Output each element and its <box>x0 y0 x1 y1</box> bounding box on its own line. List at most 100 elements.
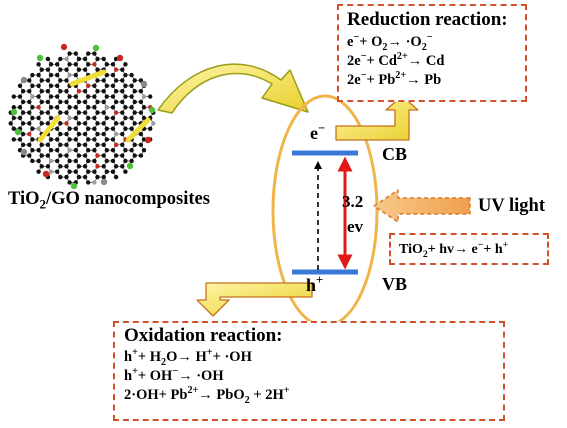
graphene-atom <box>58 153 63 158</box>
graphene-atom <box>101 142 106 148</box>
graphene-atom <box>123 72 128 78</box>
graphene-atom <box>104 169 110 174</box>
graphene-atom <box>20 99 26 105</box>
graphene-atom <box>64 56 69 62</box>
graphene-atom <box>45 56 51 62</box>
hole-transfer-arrow <box>196 282 313 317</box>
graphene-atom <box>141 115 147 121</box>
reduction-reaction-box: Reduction reaction: e−+ O2→ ·O2− 2e−+ Cd… <box>337 4 527 102</box>
graphene-atom <box>73 169 79 174</box>
graphene-atom <box>86 148 91 153</box>
oxidation-equation-3: 2·OH+ Pb2+→ PbO2 + 2H+ <box>124 385 290 406</box>
graphene-atom <box>132 121 137 126</box>
graphene-atom <box>30 105 35 110</box>
curved-arrow-icon <box>157 63 309 114</box>
graphene-atom <box>110 62 116 67</box>
graphene-atom <box>67 180 72 185</box>
graphene-atom <box>58 56 63 62</box>
graphene-atom <box>64 153 69 158</box>
graphene-atom <box>76 131 82 137</box>
graphene-atom <box>120 131 125 137</box>
graphene-atom <box>132 142 137 148</box>
graphene-atom <box>82 164 88 169</box>
graphene-atom <box>11 105 16 110</box>
graphene-atom <box>110 94 116 99</box>
graphene-atom <box>151 121 156 126</box>
graphene-atom <box>132 110 137 115</box>
graphene-atom <box>45 110 51 115</box>
graphene-atom <box>48 94 54 99</box>
graphene-atom <box>73 148 79 153</box>
graphene-atom <box>92 148 97 153</box>
graphene-atom <box>67 62 72 67</box>
graphene-atom <box>20 88 26 94</box>
graphene-atom <box>129 83 134 88</box>
graphene-atom <box>30 126 35 131</box>
graphene-atom <box>101 99 106 105</box>
graphene-atom <box>20 110 26 115</box>
graphene-atom <box>101 56 106 62</box>
reduction-equation-2: 2e−+ Cd2+→ Cd <box>347 51 445 69</box>
graphene-atom <box>138 88 144 94</box>
graphene-atom <box>67 148 72 153</box>
graphene-atom <box>82 142 88 148</box>
graphene-atom <box>120 78 125 83</box>
graphene-atom <box>67 72 72 78</box>
graphene-atom <box>73 115 79 121</box>
graphene-atom <box>101 78 106 83</box>
graphene-atom <box>30 115 35 121</box>
graphene-atom <box>138 110 144 115</box>
graphene-atom <box>86 180 91 185</box>
graphene-atom <box>120 121 125 126</box>
graphene-atom <box>30 158 35 164</box>
graphene-atom <box>129 72 134 78</box>
tio2-rod <box>125 117 151 143</box>
graphene-atom <box>27 78 32 83</box>
graphene-atom <box>67 137 72 142</box>
graphene-atom <box>92 158 97 164</box>
graphene-atom <box>76 121 82 126</box>
graphene-atom <box>92 137 97 142</box>
graphene-atom <box>132 153 137 158</box>
graphene-atom <box>110 169 116 174</box>
graphene-atom <box>73 126 79 131</box>
graphene-atom <box>36 105 41 110</box>
graphene-atom <box>45 121 51 126</box>
graphene-atom <box>129 115 134 121</box>
functional-group-atom <box>140 80 148 88</box>
graphene-atom <box>86 94 91 99</box>
graphene-atom <box>123 148 128 153</box>
graphene-atom <box>110 83 116 88</box>
graphene-atom <box>120 164 125 169</box>
graphene-atom <box>45 99 51 105</box>
graphene-atom <box>82 121 88 126</box>
graphene-atom <box>120 153 125 158</box>
graphene-atom <box>86 83 91 88</box>
graphene-atom <box>58 121 63 126</box>
graphene-atom <box>101 121 106 126</box>
graphene-atom <box>113 99 119 105</box>
graphene-atom <box>17 105 23 110</box>
graphene-atom <box>92 62 97 67</box>
functional-group-atom <box>126 162 134 170</box>
excitation-box: TiO2+ hv→ e−+ h+ <box>389 233 549 265</box>
graphene-atom <box>113 110 119 115</box>
graphene-atom <box>95 110 100 115</box>
graphene-atom <box>76 67 82 72</box>
graphene-atom <box>82 131 88 137</box>
graphene-atom <box>36 115 41 121</box>
graphene-atom <box>55 94 60 99</box>
graphene-atom <box>64 174 69 180</box>
graphene-atom <box>76 110 82 115</box>
graphene-atom <box>64 67 69 72</box>
graphene-atom <box>45 78 51 83</box>
graphene-atom <box>120 142 125 148</box>
graphene-atom <box>120 67 125 72</box>
reduction-equation-1: e−+ O2→ ·O2− <box>347 32 433 53</box>
graphene-atom <box>113 78 119 83</box>
functional-group-atom <box>148 106 156 114</box>
graphene-atom <box>104 148 110 153</box>
graphene-atom <box>76 56 82 62</box>
graphene-atom <box>123 169 128 174</box>
